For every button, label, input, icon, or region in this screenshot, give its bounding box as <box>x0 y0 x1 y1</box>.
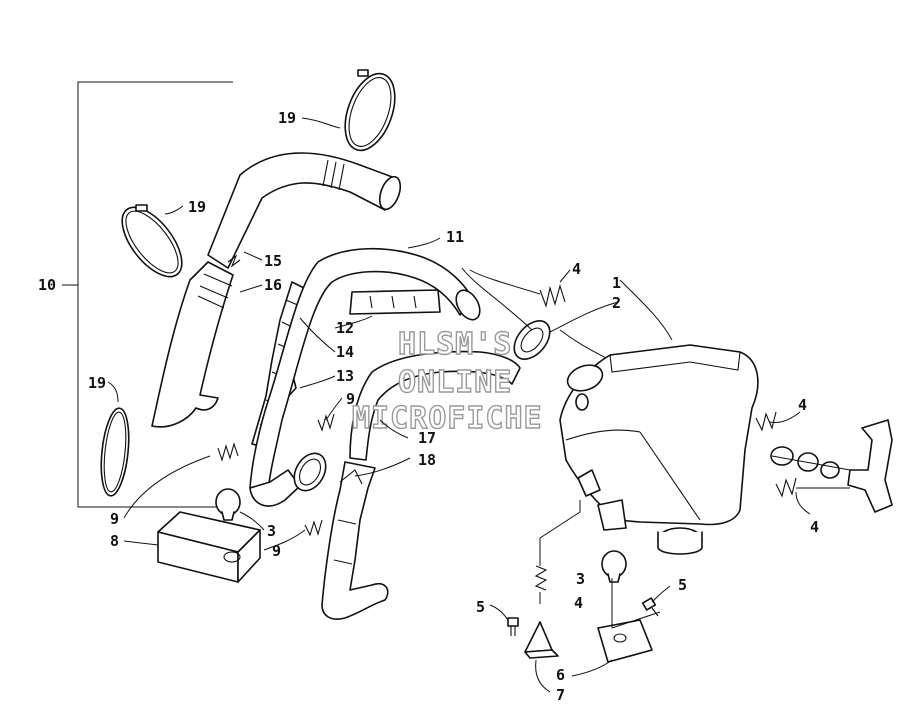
callout-4-right-top: 4 <box>798 396 807 414</box>
callout-15: 15 <box>264 252 282 270</box>
callout-11: 11 <box>446 228 464 246</box>
spring-9-a <box>217 442 239 462</box>
callout-3-left: 3 <box>267 522 276 540</box>
spring-9-c <box>304 519 323 537</box>
watermark-line-1: HLSM'S <box>398 327 512 362</box>
callout-12: 12 <box>336 319 354 337</box>
spring-4-top <box>539 284 566 308</box>
leader-lines <box>107 117 851 693</box>
clamp-19-left <box>121 204 183 278</box>
clamp-19-top <box>344 69 396 152</box>
callout-1: 1 <box>612 274 621 292</box>
spring-4-right-bottom <box>775 477 797 498</box>
rear-mount-bracket <box>770 419 893 513</box>
callout-5-right: 5 <box>678 576 687 594</box>
watermark: HLSM'S ONLINE MICROFICHE <box>351 326 543 436</box>
watermark-line-3: MICROFICHE <box>352 401 543 436</box>
bolt-5-left <box>507 617 519 636</box>
callout-4-right-bottom: 4 <box>810 518 819 536</box>
mount-bracket-8 <box>157 511 261 583</box>
watermark-line-2: ONLINE <box>398 365 512 400</box>
callout-13: 13 <box>336 367 354 385</box>
callout-19-left: 19 <box>188 198 206 216</box>
callout-9-center: 9 <box>346 390 355 408</box>
callout-3-bottom: 3 <box>576 570 585 588</box>
callout-5-left: 5 <box>476 598 485 616</box>
exhaust-pipe-15-16 <box>151 152 402 428</box>
callout-14: 14 <box>336 343 354 361</box>
callout-6: 6 <box>556 666 565 684</box>
callouts: 1 2 3 3 4 4 4 4 5 5 6 7 8 9 9 9 10 11 12… <box>38 109 819 704</box>
exhaust-pipe-17-18 <box>321 350 521 620</box>
callout-19-top: 19 <box>278 109 296 127</box>
callout-19-bottom: 19 <box>88 374 106 392</box>
callout-17: 17 <box>418 429 436 447</box>
callout-8: 8 <box>110 532 119 550</box>
mount-bracket-7 <box>524 621 559 659</box>
spring-9-b <box>317 413 335 432</box>
bolt-5-right <box>641 597 659 617</box>
callout-16: 16 <box>264 276 282 294</box>
assembly-bracket-10 <box>62 81 233 508</box>
mount-bracket-6 <box>597 619 653 663</box>
callout-9-bottom: 9 <box>272 542 281 560</box>
callout-7: 7 <box>556 686 565 704</box>
spring-4-right-top <box>755 411 777 432</box>
callout-18: 18 <box>418 451 436 469</box>
spring-4-bottom <box>534 565 548 591</box>
callout-4-top: 4 <box>572 260 581 278</box>
callout-2: 2 <box>612 294 621 312</box>
callout-4-bottom: 4 <box>574 594 583 612</box>
exhaust-gasket-2 <box>513 320 551 360</box>
callout-10: 10 <box>38 276 56 294</box>
muffler-1 <box>559 344 759 555</box>
clamp-19-bottom <box>100 407 130 497</box>
callout-9-left: 9 <box>110 510 119 528</box>
grommet-3-left <box>215 488 241 521</box>
exhaust-pipe-11-12 <box>249 247 481 507</box>
grommet-3-bottom <box>601 550 627 583</box>
